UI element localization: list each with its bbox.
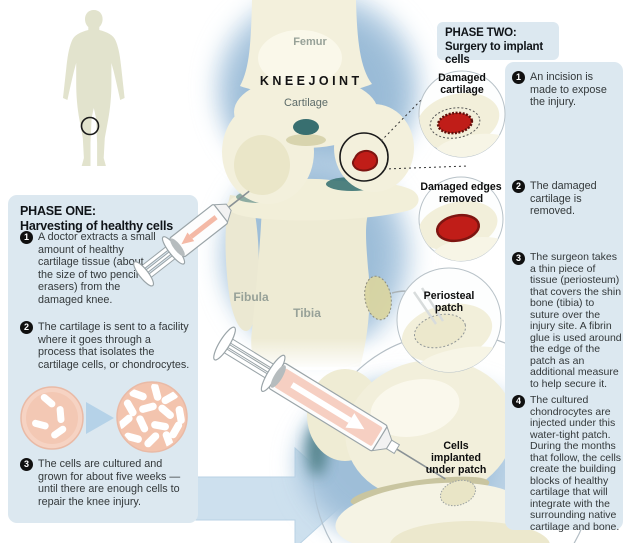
periosteum-donor-site [364,275,392,321]
dotted-connector-1 [380,93,428,142]
petri-dish-sparse [20,386,84,450]
step-number-badge: 3 [20,458,33,471]
phase-two-step-1: 1 An incision is made to expose the inju… [512,71,618,109]
callout-damaged-edges-removed [418,176,504,262]
knee-joint-label: K N E E J O I N T [259,74,360,88]
phase-two-step-4: 4 The cultured chondrocytes are injected… [512,394,622,534]
step-number-badge: 1 [20,231,33,244]
phase-one-step-1: 1 A doctor extracts a small amount of he… [20,231,160,306]
injection-syringe [213,326,446,480]
step-text: An incision is made to expose the injury… [530,71,607,109]
step-text: A doctor extracts a small amount of heal… [38,231,156,306]
phase-two-header-box: PHASE TWO: Surgery to implant cells [437,22,559,66]
phase-two-steps-panel: 1 An incision is made to expose the inju… [505,62,623,533]
phase-one-title: PHASE ONE: Harvesting of healthy cells [20,204,173,234]
phase-two-title-line1: PHASE TWO: [445,27,517,39]
cartilage-notch [293,119,319,135]
phase-one-title-line2: Harvesting of healthy cells [20,218,173,233]
phase-one-step-3: 3 The cells are cultured and grown for a… [20,458,190,508]
phase-two-title-line2: Surgery to implant cells [445,40,543,67]
phase-one-title-line1: PHASE ONE: [20,204,96,218]
knee-highlight-circle [80,116,100,136]
step-number-badge: 2 [20,321,33,334]
human-silhouette [63,10,125,166]
callout-label-periosteal-patch: Periosteal patch [423,290,475,314]
knee-joint-bones [215,0,469,370]
damaged-cartilage-spot [351,149,379,172]
phase-one-step-2: 2 The cartilage is sent to a facility wh… [20,321,190,371]
step-text: The cartilage is sent to a facility wher… [38,321,190,371]
step-text: The cells are cultured and grown for abo… [38,458,181,508]
phase-two-step-3: 3 The surgeon takes a thin piece of tiss… [512,251,622,391]
femur-label: Femur [293,36,327,48]
petri-growth-arrow [86,402,114,434]
phase-two-step-2: 2 The damaged cartilage is removed. [512,180,618,218]
petri-dish-dense [116,381,188,453]
fibula-label: Fibula [233,290,269,304]
tibia-label: Tibia [293,306,321,320]
step-number-badge: 3 [512,252,525,265]
step-number-badge: 4 [512,395,525,408]
cartilage-label: Cartilage [283,97,329,109]
extraction-syringe [133,190,250,287]
callout-periosteal-patch [396,267,502,373]
phase-two-title: PHASE TWO: Surgery to implant cells [445,27,559,68]
injury-magnifier-circle [339,132,389,182]
callout-label-cells-implanted: Cells implanted under patch [425,440,487,476]
implanted-patch [439,479,477,507]
callout-label-damaged-cartilage: Damaged cartilage [438,72,486,96]
step-text: The surgeon takes a thin piece of tissue… [530,251,622,391]
dotted-connector-2 [383,165,469,170]
callout-label-damaged-edges-removed: Damaged edges removed [420,181,502,205]
step-number-badge: 2 [512,180,525,193]
step-text: The damaged cartilage is removed. [530,180,597,218]
step-text: The cultured chondrocytes are injected u… [530,394,622,534]
step-number-badge: 1 [512,71,525,84]
